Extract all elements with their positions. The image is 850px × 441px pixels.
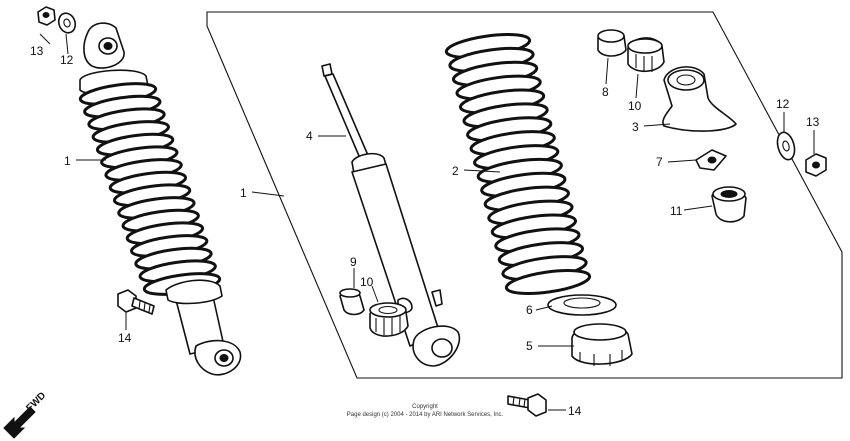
bolt-14-left (117, 289, 155, 315)
callout-10-upper: 10 (628, 99, 642, 113)
callout-6: 6 (526, 303, 533, 317)
bushing-9 (339, 288, 365, 316)
coil-spring-2 (444, 33, 592, 295)
washer-12-left (57, 12, 77, 34)
callout-13-right: 13 (806, 115, 820, 129)
spring-stopper-5 (571, 323, 633, 366)
spring-seat-6 (547, 294, 617, 316)
forward-arrow-icon (3, 406, 36, 439)
callout-12-right: 12 (776, 97, 790, 111)
fwd-label: FWD (24, 390, 48, 414)
collar-8 (597, 29, 627, 57)
callout-2: 2 (452, 164, 459, 178)
callout-14-left: 14 (118, 331, 132, 345)
shock-absorber-assembly (78, 22, 242, 376)
damper-unit-4 (321, 63, 461, 367)
bushing-10-lower (369, 302, 409, 337)
copyright-line: Page design (c) 2004 - 2014 by ARI Netwo… (347, 412, 504, 418)
callout-5: 5 (526, 339, 533, 353)
callout-1-assembly: 1 (64, 154, 71, 168)
callout-11: 11 (670, 204, 683, 218)
rubber-bushing-11 (711, 186, 747, 223)
rubber-7 (695, 149, 727, 171)
callout-9: 9 (350, 255, 357, 269)
callout-12-left: 12 (60, 53, 74, 67)
upper-joint-3 (662, 66, 737, 132)
bolt-14-bottom (507, 393, 547, 417)
exploded-view-frame (206, 11, 843, 379)
callout-10-lower: 10 (360, 275, 374, 289)
nut-13-right (805, 153, 827, 177)
callout-1-frame: 1 (240, 186, 247, 200)
copyright-title: Copyright (412, 404, 438, 410)
callout-14-bottom: 14 (568, 404, 582, 418)
callout-13-left: 13 (30, 44, 44, 58)
callout-7: 7 (656, 155, 663, 169)
washer-12-right (776, 131, 796, 161)
callout-3: 3 (632, 120, 639, 134)
callout-4: 4 (306, 129, 313, 143)
bushing-10-upper (627, 37, 665, 73)
callout-8: 8 (602, 85, 609, 99)
nut-13-left (37, 6, 56, 26)
